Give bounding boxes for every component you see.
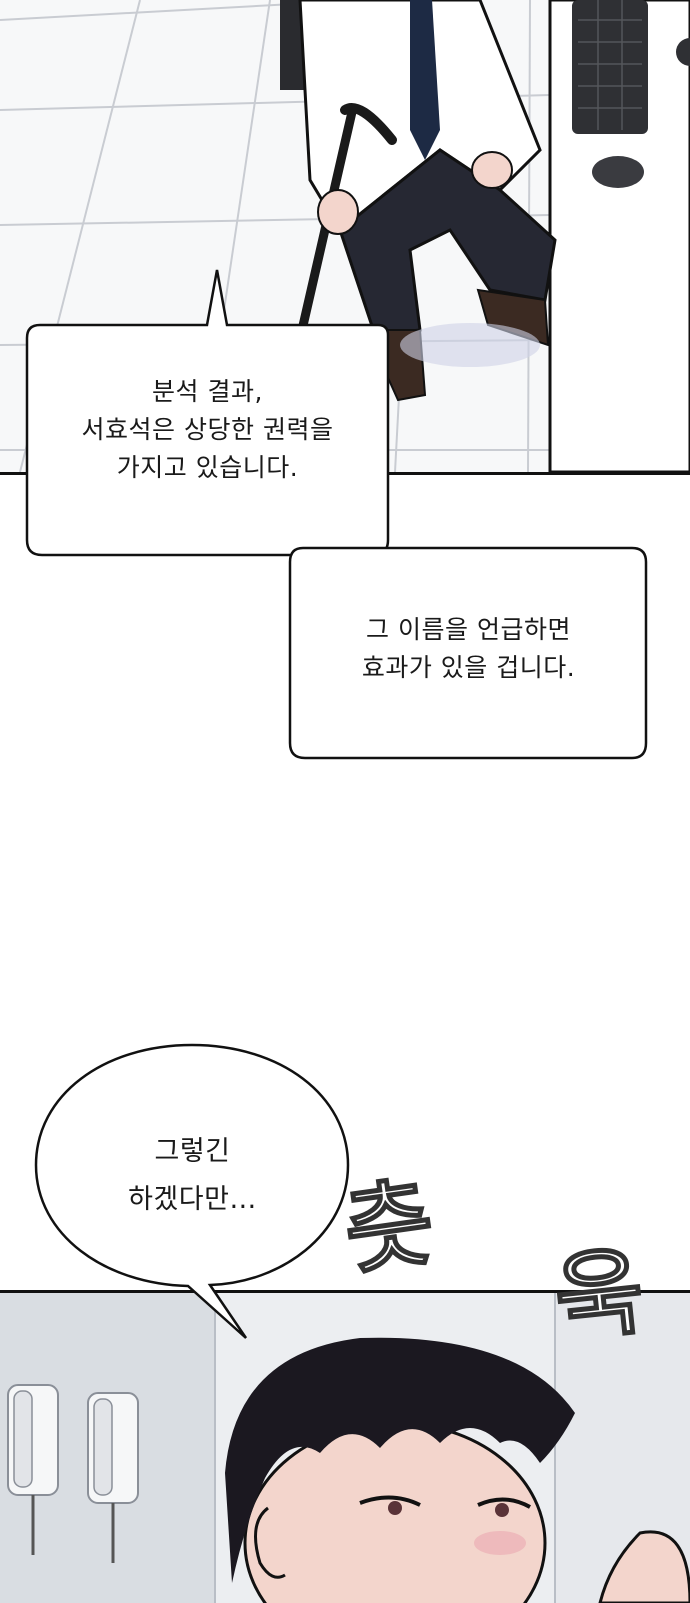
blush [474,1531,526,1555]
necktie [410,0,440,160]
bubble-line: 효과가 있을 겁니다. [361,653,576,682]
wall-phone [7,1384,59,1555]
bubble-line: 가지고 있습니다. [116,453,299,482]
bubble-line: 하겠다만… [128,1184,257,1215]
speech-bubble-analysis-text: 분석 결과, 서효석은 상당한 권력을 가지고 있습니다. [27,373,388,487]
bottom-panel [0,1290,690,1603]
keyboard-keys [578,0,642,130]
bubble-line: 그 이름을 언급하면 [366,615,571,644]
eye-left [359,1495,421,1507]
bubble-line: 서효석은 상당한 권력을 [81,415,334,444]
speech-bubble-mention [288,546,648,760]
desk-object [676,38,690,66]
bubble-line: 그렇긴 [154,1136,231,1167]
ear [254,1506,286,1579]
office-scene-illustration [0,0,690,472]
shadow [400,323,540,367]
bubble-line: 분석 결과, [152,377,263,406]
sound-effect-right: 욱 [548,1234,650,1357]
cane-handle [340,103,397,145]
pupil-left [388,1501,402,1515]
shoe-right [476,288,550,347]
pupil-right [495,1503,509,1517]
keyboard [572,0,648,134]
hair [225,1337,575,1583]
reaction-scene-illustration [0,1293,690,1603]
eye-right [477,1497,531,1509]
speech-bubble-reply [34,1043,350,1339]
mouse [592,156,644,188]
hand-left [317,189,359,235]
top-panel [0,0,690,475]
speech-bubble-mention-text: 그 이름을 언급하면 효과가 있을 겁니다. [290,611,647,687]
hand-right [471,151,513,189]
hand [598,1530,690,1603]
wall-phone [87,1392,139,1563]
speech-bubble-reply-text: 그렇긴 하겠다만… [36,1128,349,1224]
